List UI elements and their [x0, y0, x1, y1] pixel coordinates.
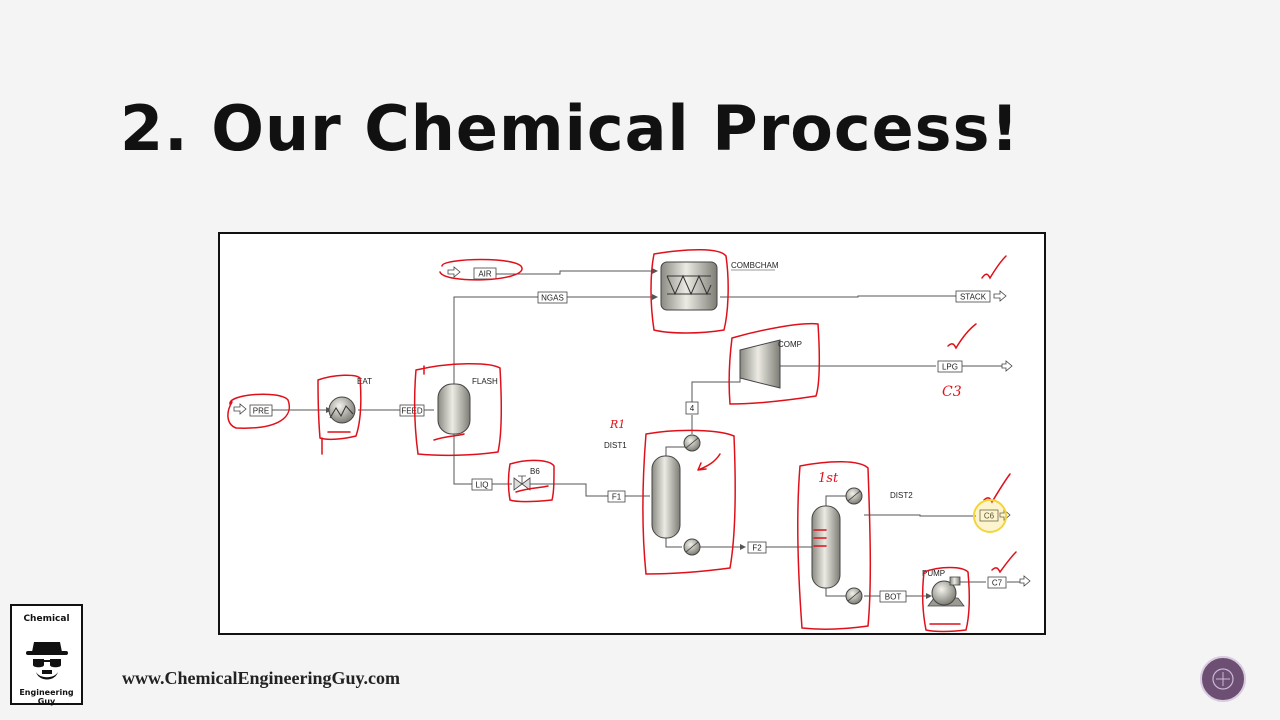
svg-text:FEED: FEED: [401, 407, 423, 416]
svg-text:PRE: PRE: [253, 407, 269, 416]
block-comp-label: COMP: [778, 340, 802, 349]
hat-sunglasses-icon: [26, 642, 68, 680]
annotation-c3: C3: [942, 384, 962, 400]
line-s4-comp: [691, 366, 741, 402]
slide-nav-button[interactable]: [1200, 656, 1246, 702]
box-dist1: [642, 429, 736, 575]
process-flow-diagram: AIR NGAS STACK LPG PRE: [218, 232, 1046, 635]
check-c7: [991, 551, 1017, 574]
circle-pre: [227, 393, 290, 429]
box-combcham: [650, 248, 729, 334]
block-pump: PUMP: [922, 569, 965, 607]
line-c6: [864, 514, 976, 517]
underline-flash: [433, 433, 465, 441]
box-dist2: [797, 460, 872, 631]
box-heat: [317, 374, 362, 441]
svg-text:STACK: STACK: [960, 293, 987, 302]
stream-f2: F2: [747, 541, 767, 554]
block-combcham-label: COMBCHAM: [731, 261, 779, 270]
stream-f1: F1: [607, 490, 626, 503]
stream-c7: C7: [987, 575, 1031, 589]
svg-text:4: 4: [690, 404, 695, 413]
stream-feed: FEED: [399, 404, 425, 417]
logo-line2: Engineering Guy: [19, 688, 74, 706]
box-flash: [413, 363, 503, 457]
block-dist2: DIST2: [811, 487, 913, 605]
box-comp: [728, 322, 821, 405]
svg-text:C6: C6: [984, 512, 995, 521]
block-b6: B6: [513, 467, 540, 491]
channel-logo: Chemical Engineering Guy: [10, 604, 83, 706]
arrow-dist1: [697, 453, 721, 471]
block-pump-label: PUMP: [922, 569, 945, 578]
stream-bot: BOT: [879, 590, 907, 603]
line-air: [496, 270, 652, 275]
block-flash: FLASH: [437, 377, 498, 435]
check-lpg: [947, 323, 977, 350]
flow-arrows: [326, 268, 932, 599]
line-dist1-bottom: [665, 536, 682, 548]
website-url[interactable]: www.ChemicalEngineeringGuy.com: [122, 668, 400, 688]
svg-text:F2: F2: [752, 544, 762, 553]
line-flash-vapor: [453, 296, 538, 394]
block-heat: EAT: [328, 377, 372, 424]
line-dist2-top: [825, 495, 846, 510]
line-dist2-bottom: [825, 586, 846, 597]
line-stack: [720, 295, 956, 298]
block-dist1: DIST1: [604, 434, 701, 556]
annotation-first: 1st: [818, 471, 839, 486]
stream-air: AIR: [447, 266, 497, 280]
stream-stack: STACK: [955, 290, 1007, 303]
line-dist1-top: [665, 440, 687, 456]
check-c6: [983, 473, 1011, 504]
line-flash-liquid: [453, 432, 472, 485]
stream-liq: LIQ: [471, 478, 493, 491]
grid-icon: [1212, 668, 1234, 690]
ticks-dist2: [813, 529, 827, 547]
svg-text:C7: C7: [992, 579, 1003, 588]
block-b6-label: B6: [530, 467, 540, 476]
underline-b6: [515, 485, 549, 493]
stream-pre: PRE: [233, 403, 273, 417]
svg-text:BOT: BOT: [885, 593, 902, 602]
annotation-r1: R1: [609, 418, 625, 431]
check-stack: [981, 255, 1007, 280]
svg-text:LIQ: LIQ: [476, 481, 489, 490]
stream-lpg: LPG: [937, 360, 1013, 373]
block-heat-label: EAT: [357, 377, 372, 386]
red-annotations: [227, 248, 1017, 633]
block-dist2-label: DIST2: [890, 491, 913, 500]
flowsheet-canvas: AIR NGAS STACK LPG PRE: [227, 248, 1031, 633]
stream-ngas: NGAS: [537, 291, 568, 304]
stream-4: 4: [685, 401, 699, 415]
line-b6-out: [530, 483, 608, 497]
block-dist1-label: DIST1: [604, 441, 627, 450]
svg-text:F1: F1: [612, 493, 622, 502]
logo-line1: Chemical: [23, 614, 70, 624]
cursor-highlight: [973, 499, 1007, 533]
box-pump: [921, 566, 971, 633]
block-flash-label: FLASH: [472, 377, 498, 386]
block-comp: COMP: [739, 339, 802, 389]
circle-air: [439, 258, 523, 281]
red-handwriting: C3 R1 1st: [609, 384, 962, 486]
block-combcham: COMBCHAM: [660, 261, 779, 311]
slide-title: 2. Our Chemical Process!: [120, 92, 1020, 165]
stream-air-label: AIR: [478, 270, 492, 279]
svg-text:NGAS: NGAS: [541, 294, 564, 303]
svg-text:LPG: LPG: [942, 363, 958, 372]
box-b6: [507, 459, 555, 503]
